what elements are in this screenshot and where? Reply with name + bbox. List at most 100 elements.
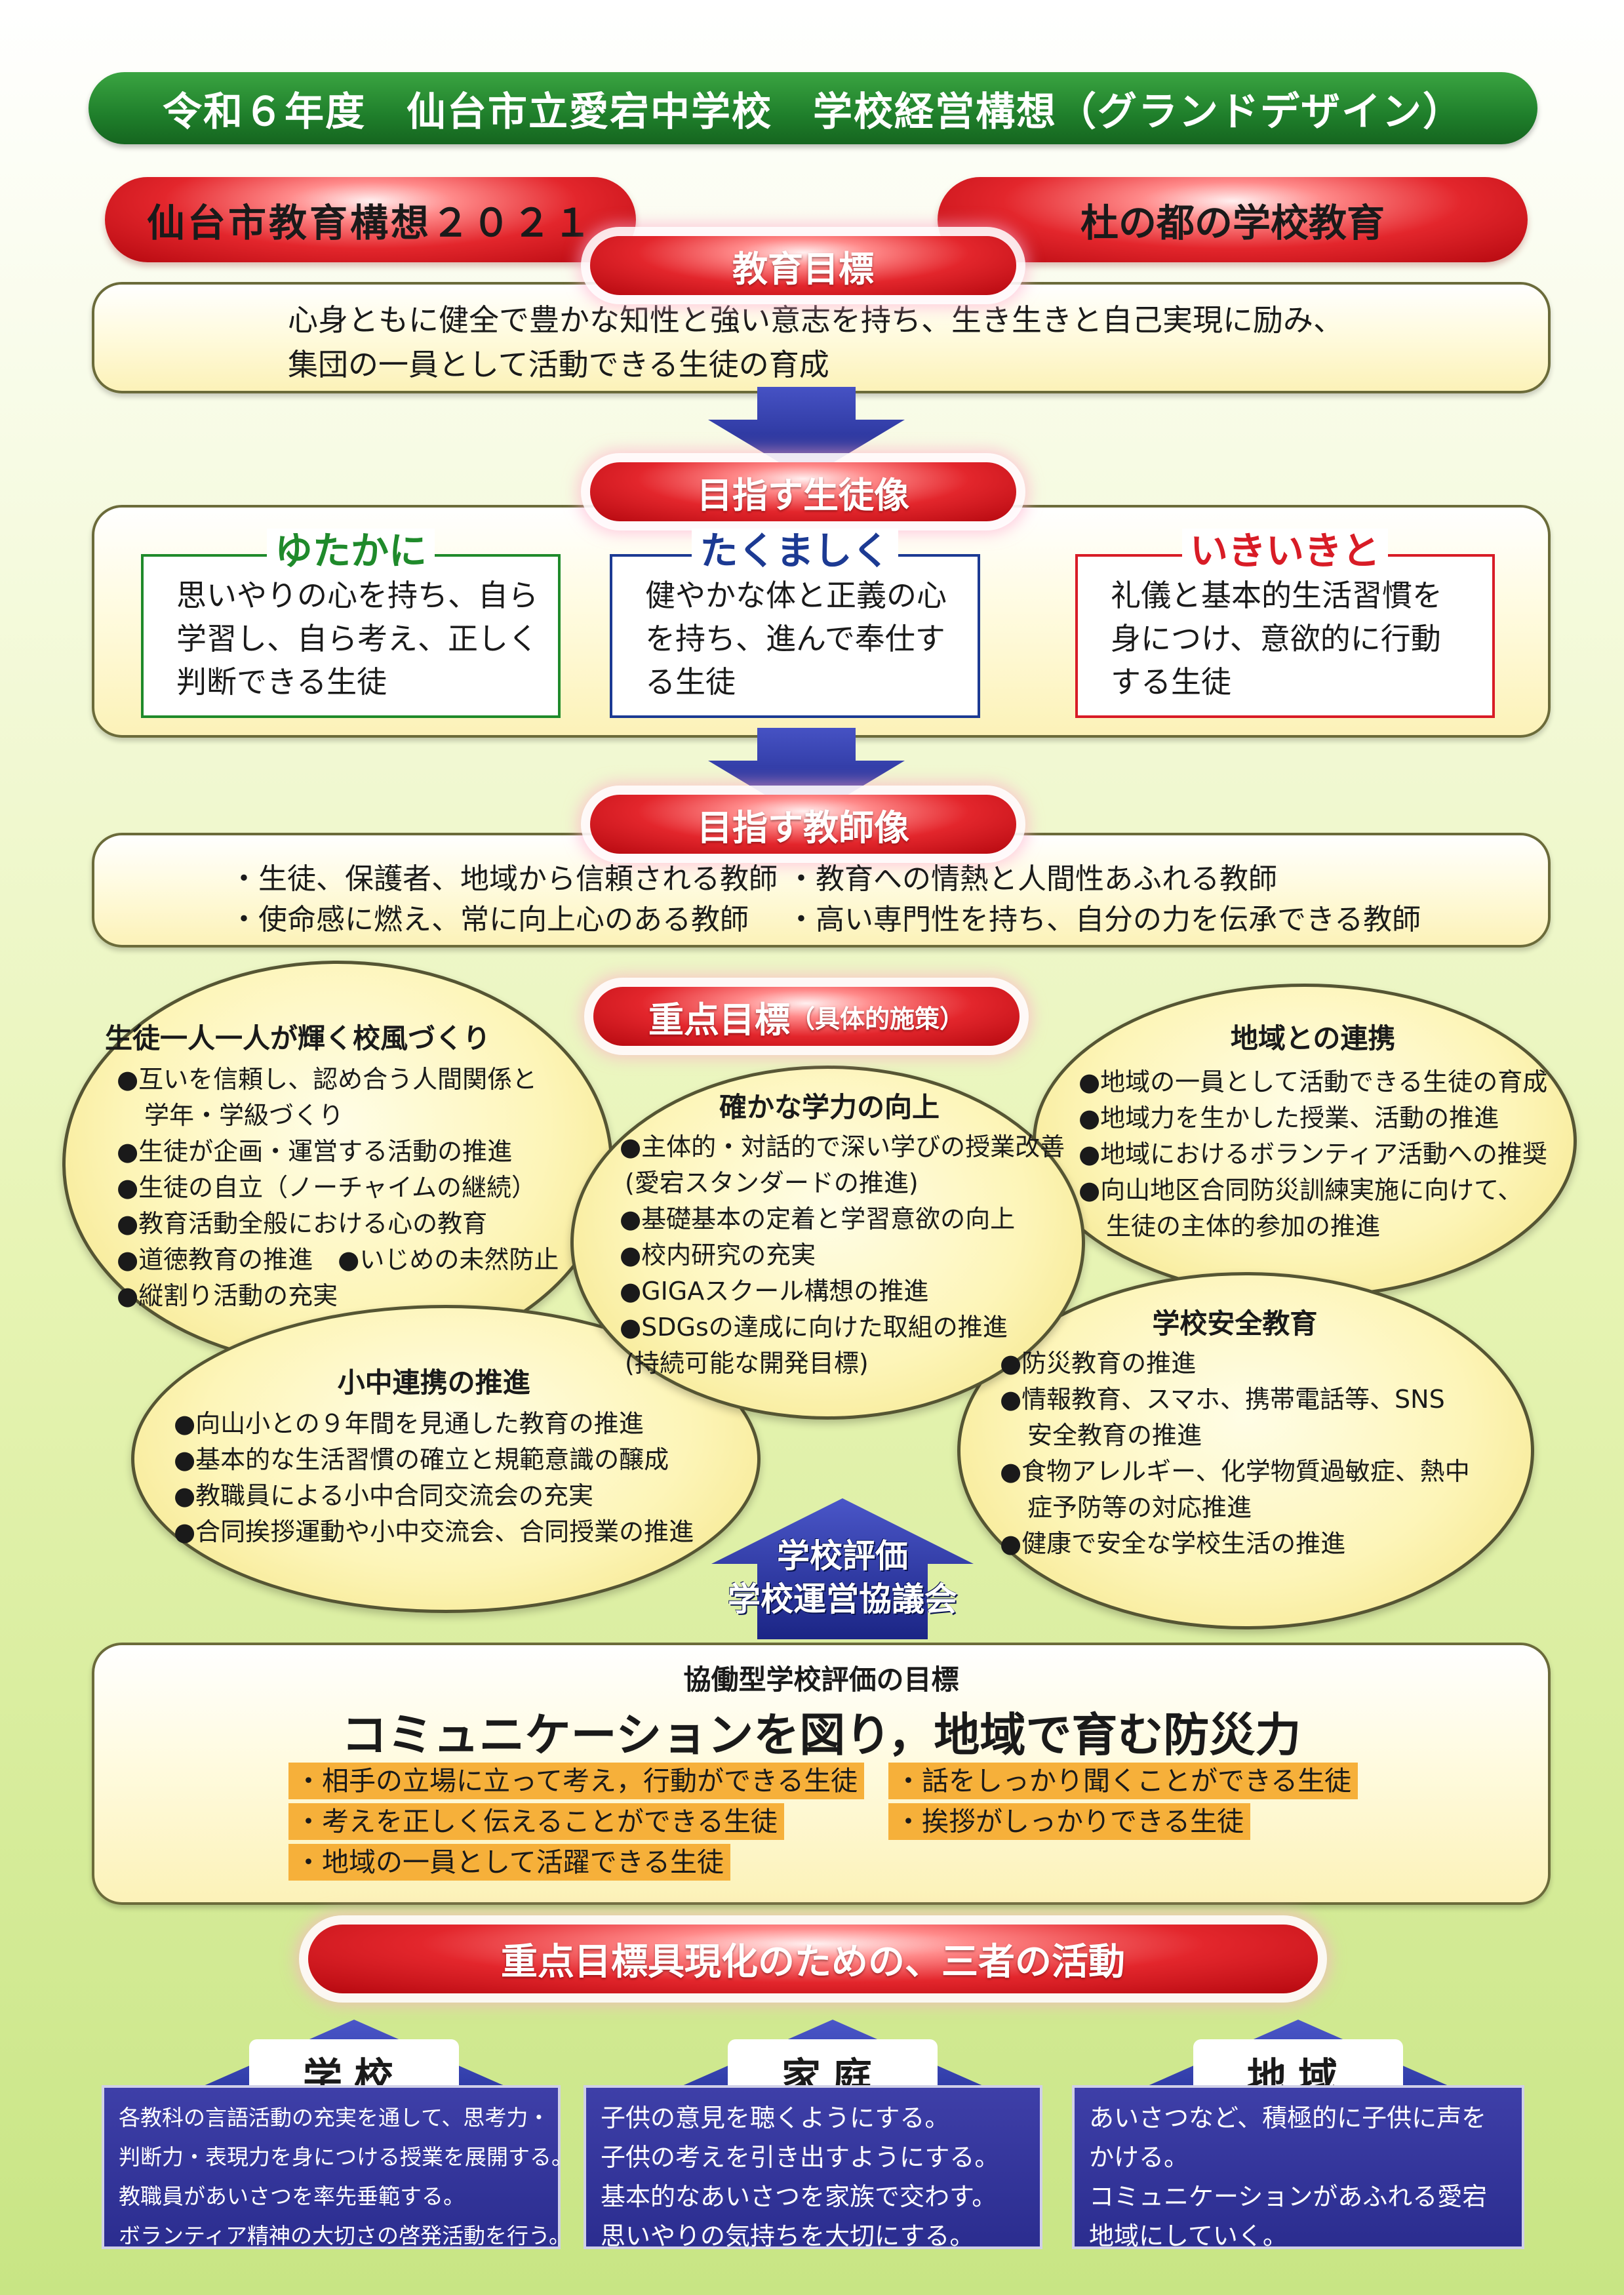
three-party-label: 重点目標具現化のための、三者の活動	[308, 1925, 1318, 1993]
ellipse-community	[1033, 984, 1577, 1298]
elementary-item-4: ●合同挨拶運動や小中交流会、合同授業の推進	[174, 1517, 694, 1546]
school-activity-line-1: 各教科の言語活動の充実を通して、思考力・	[119, 2105, 550, 2130]
region-activity-line-1: あいさつなど、積極的に子供に声を	[1089, 2104, 1487, 2132]
school-culture-item-4: ●生徒の自立（ノーチャイムの継続）	[117, 1173, 537, 1202]
school-activity-line-3: 教職員があいさつを率先垂範する。	[119, 2184, 465, 2209]
collab-eval-headline: コミュニケーションを図り，地域で育む防災力	[341, 1708, 1301, 1762]
student-type-ikiiki-title: いきいきと	[1181, 529, 1388, 573]
elementary-content: 小中連携の推進 ●向山小との９年間を見通した教育の推進 ●基本的な生活習慣の確立…	[174, 1361, 694, 1550]
teacher-item-3: ・使命感に燃え、常に向上心のある教師	[229, 903, 749, 936]
school-culture-item-5: ●教育活動全般における心の教育	[117, 1209, 488, 1238]
three-party-label-text: 重点目標具現化のための、三者の活動	[501, 1941, 1125, 1984]
academic-title: 確かな学力の向上	[719, 1091, 940, 1123]
safety-item-2: ●情報教育、スマホ、携帯電話等、SNS	[1000, 1385, 1445, 1414]
education-goal-line-1: 心身ともに健全で豊かな知性と強い意志を持ち、生き生きと自己実現に励み、	[288, 302, 1343, 338]
school-activity-box: 各教科の言語活動の充実を通して、思考力・ 判断力・表現力を身につける授業を展開す…	[102, 2085, 573, 2249]
region-activity-box: あいさつなど、積極的に子供に声を かける。 コミュニケーションがあふれる愛宕 地…	[1072, 2085, 1524, 2250]
safety-item-3: 安全教育の推進	[1027, 1421, 1202, 1450]
priority-goals-label-main: 重点目標	[648, 999, 790, 1041]
academic-item-1: ●主体的・対話的で深い学びの授業改善	[620, 1132, 1065, 1161]
school-culture-item-2: 学年・学級づくり	[144, 1101, 344, 1130]
academic-item-5: ●GIGAスクール構想の推進	[620, 1277, 929, 1306]
safety-item-4: ●食物アレルギー、化学物質過敏症、熱中	[1000, 1457, 1470, 1486]
school-activity-line-4: ボランティア精神の大切さの啓発活動を行う。	[119, 2223, 571, 2248]
elementary-title: 小中連携の推進	[337, 1367, 530, 1399]
student-type-yutaka-line-2: 学習し、自ら考え、正しく	[176, 621, 538, 656]
collab-eval-subtitle: 協働型学校評価の目標	[683, 1664, 959, 1696]
evaluation-text-line-1: 学校評価	[777, 1537, 908, 1575]
home-activity-line-1: 子供の意見を聴くようにする。	[601, 2104, 950, 2132]
community-item-2: ●地域力を生かした授業、活動の推進	[1079, 1104, 1499, 1132]
student-type-yutaka: ゆたかに 思いやりの心を持ち、自ら 学習し、自ら考え、正しく 判断できる生徒	[141, 529, 561, 718]
school-culture-title: 生徒一人一人が輝く校風づくり	[105, 1022, 491, 1054]
student-type-takumashiku-title: たくましく	[692, 529, 898, 573]
safety-title: 学校安全教育	[1152, 1307, 1318, 1340]
academic-content: 確かな学力の向上 ●主体的・対話的で深い学びの授業改善 (愛宕スタンダードの推進…	[620, 1085, 1065, 1382]
home-activity-line-2: 子供の考えを引き出すようにする。	[601, 2143, 1000, 2172]
academic-item-6: ●SDGsの達成に向けた取組の推進	[620, 1313, 1008, 1342]
education-goal-box: 心身ともに健全で豊かな知性と強い意志を持ち、生き生きと自己実現に励み、 集団の一…	[92, 282, 1551, 393]
school-culture-item-7: ●縦割り活動の充実	[117, 1281, 338, 1310]
student-type-yutaka-line-3: 判断できる生徒	[176, 664, 387, 700]
safety-item-1: ●防災教育の推進	[1000, 1349, 1197, 1378]
elementary-item-2: ●基本的な生活習慣の確立と規範意識の醸成	[174, 1445, 669, 1474]
student-image-label-text: 目指す生徒像	[697, 474, 909, 516]
academic-item-3: ●基礎基本の定着と学習意欲の向上	[620, 1205, 1016, 1233]
ellipse-school-culture	[62, 961, 613, 1367]
student-type-ikiiki-line-2: 身につけ、意欲的に行動	[1111, 621, 1441, 656]
student-type-takumashiku-line-1: 健やかな体と正義の心	[645, 578, 947, 613]
teacher-image-label: 目指す教師像	[590, 795, 1016, 854]
school-culture-item-6: ●道徳教育の推進 ●いじめの未然防止	[117, 1245, 559, 1274]
ellipse-safety	[957, 1272, 1534, 1629]
academic-item-2: (愛宕スタンダードの推進)	[625, 1168, 919, 1197]
banner-mori-education-text: 杜の都の学校教育	[1080, 201, 1385, 245]
elementary-item-1: ●向山小との９年間を見通した教育の推進	[174, 1409, 644, 1438]
safety-item-6: ●健康で安全な学校生活の推進	[1000, 1529, 1346, 1558]
down-arrow-1	[708, 387, 905, 479]
home-activity-box: 子供の意見を聴くようにする。 子供の考えを引き出すようにする。 基本的なあいさつ…	[584, 2085, 1042, 2250]
priority-goals-label-sub: （具体的施策）	[789, 1004, 964, 1033]
student-type-yutaka-line-1: 思いやりの心を持ち、自ら	[176, 578, 538, 613]
student-type-takumashiku-line-2: を持ち、進んで奉仕す	[645, 621, 945, 656]
elementary-item-3: ●教職員による小中合同交流会の充実	[174, 1481, 594, 1510]
evaluation-up-arrow	[711, 1498, 974, 1639]
priority-goals-label: 重点目標 （具体的施策）	[593, 987, 1020, 1046]
community-item-4: ●向山地区合同防災訓練実施に向けて、	[1079, 1176, 1523, 1205]
school-activity-line-2: 判断力・表現力を身につける授業を展開する。	[119, 2144, 573, 2170]
school-culture-item-1: ●互いを信頼し、認め合う人間関係と	[117, 1065, 538, 1094]
region-activity-line-3: コミュニケーションがあふれる愛宕	[1089, 2182, 1488, 2211]
collab-eval-item-3: ・考えを正しく伝えることができる生徒	[288, 1803, 784, 1840]
home-activity-line-3: 基本的なあいさつを家族で交わす。	[601, 2182, 997, 2211]
community-item-5: 生徒の主体的参加の推進	[1106, 1212, 1381, 1241]
banner-sendai-plan: 仙台市教育構想２０２１	[105, 177, 636, 262]
education-goal-label: 教育目標	[590, 236, 1016, 295]
student-type-yutaka-title: ゆたかに	[266, 529, 435, 573]
student-type-takumashiku: たくましく 健やかな体と正義の心 を持ち、進んで奉仕す る生徒	[610, 529, 980, 718]
teacher-image-box	[92, 833, 1551, 948]
student-type-ikiiki-line-3: する生徒	[1111, 664, 1231, 700]
ellipse-academic	[570, 1066, 1085, 1420]
collab-eval-item-2: ・話をしっかり聞くことができる生徒	[888, 1763, 1358, 1799]
ellipse-elementary-link	[131, 1305, 761, 1613]
teacher-item-2: ・教育への情熱と人間性あふれる教師	[787, 862, 1277, 896]
safety-item-5: 症予防等の対応推進	[1027, 1493, 1252, 1522]
education-goal-label-text: 教育目標	[732, 248, 874, 290]
banner-sendai-plan-text: 仙台市教育構想２０２１	[146, 201, 594, 245]
student-type-takumashiku-line-3: る生徒	[645, 664, 736, 700]
academic-item-7: (持続可能な開発目標)	[625, 1349, 869, 1378]
evaluation-text-line-2: 学校運営協議会	[728, 1580, 957, 1618]
teacher-image-label-text: 目指す教師像	[697, 807, 909, 848]
collab-eval-item-4: ・挨拶がしっかりできる生徒	[888, 1803, 1251, 1840]
safety-content: 学校安全教育 ●防災教育の推進 ●情報教育、スマホ、携帯電話等、SNS 安全教育…	[1000, 1302, 1470, 1562]
region-activity-line-4: 地域にしていく。	[1089, 2222, 1288, 2250]
region-activity-line-2: かける。	[1089, 2143, 1189, 2172]
school-culture-item-3: ●生徒が企画・運営する活動の推進	[117, 1137, 513, 1166]
evaluation-text: 学校評価 学校運営協議会	[711, 1534, 974, 1621]
community-title: 地域との連携	[1230, 1022, 1396, 1054]
community-item-1: ●地域の一員として活動できる生徒の育成	[1079, 1068, 1548, 1096]
student-type-ikiiki-line-1: 礼儀と基本的生活習慣を	[1111, 578, 1442, 613]
banner-mori-education: 杜の都の学校教育	[938, 177, 1528, 262]
student-type-ikiiki: いきいきと 礼儀と基本的生活習慣を 身につけ、意欲的に行動 する生徒	[1075, 529, 1495, 718]
home-activity-line-4: 思いやりの気持ちを大切にする。	[601, 2222, 975, 2250]
collab-eval-item-5: ・地域の一員として活躍できる生徒	[288, 1844, 730, 1881]
